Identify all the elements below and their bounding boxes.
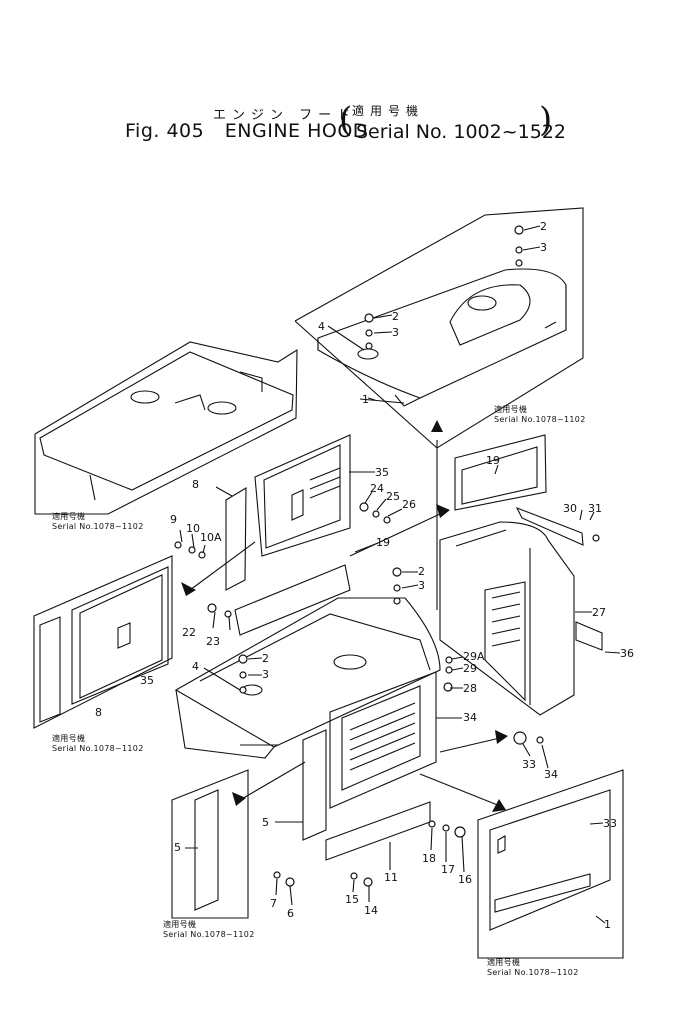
part-label: 35	[375, 466, 389, 479]
title-japanese: エンジン フード	[213, 108, 357, 123]
title-paren-open: (	[339, 100, 353, 140]
part-label: 2	[262, 652, 269, 665]
part-label: 9	[170, 513, 177, 526]
part-label: 34	[544, 768, 558, 781]
part-label: 23	[206, 635, 220, 648]
part-label: 1	[604, 918, 611, 931]
part-label: 36	[620, 647, 634, 660]
exploded-arrows	[181, 420, 508, 812]
part-label: 2	[418, 565, 425, 578]
part-label: 22	[182, 626, 196, 639]
part-label: 14	[364, 904, 378, 917]
part-label: 34	[463, 711, 477, 724]
part-label: 30	[563, 502, 577, 515]
part-label: 31	[588, 502, 602, 515]
hood-top-alt-group	[34, 341, 298, 515]
leader-lines	[179, 225, 621, 924]
part-label: 16	[458, 873, 472, 886]
part-label: 8	[192, 478, 199, 491]
part-label: 19	[376, 536, 390, 549]
part-label: 3	[418, 579, 425, 592]
part-label: 25	[386, 490, 400, 503]
part-label: 1	[362, 393, 369, 406]
part-label: 18	[422, 852, 436, 865]
title-serial: Serial No. 1002~1522	[356, 121, 567, 143]
title-applicability-jp: 適用号機	[352, 104, 425, 118]
part-label: 24	[370, 482, 384, 495]
part-label: 5	[262, 816, 269, 829]
part-number-labels: 2 3 2 3 4 1 35 8 9 10 10A 24 25 26 19 19…	[95, 220, 634, 931]
part-label: 28	[463, 682, 477, 695]
part-label: 7	[270, 897, 277, 910]
figure-number: Fig. 405	[125, 120, 205, 142]
part-label: 4	[318, 320, 325, 333]
part-label: 8	[95, 706, 102, 719]
fasteners	[174, 225, 600, 887]
bottom-left-panel-5-group	[171, 769, 249, 919]
part-label: 5	[174, 841, 181, 854]
part-label: 11	[384, 871, 398, 884]
title-paren-close: )	[539, 100, 553, 140]
part-label: 4	[192, 660, 199, 673]
part-label: 29	[463, 662, 477, 675]
part-label: 35	[140, 674, 154, 687]
lower-hood-group	[174, 564, 441, 861]
part-label: 19	[486, 454, 500, 467]
part-label: 6	[287, 907, 294, 920]
part-label: 3	[392, 326, 399, 339]
hood-top-panel-group	[294, 207, 584, 449]
part-label: 33	[603, 817, 617, 830]
part-label: 2	[540, 220, 547, 233]
part-label: 29A	[463, 650, 485, 663]
part-label: 3	[262, 668, 269, 681]
part-label: 15	[345, 893, 359, 906]
side-panel-35-group	[225, 434, 351, 591]
part-label: 33	[522, 758, 536, 771]
part-label: 10A	[200, 531, 222, 544]
part-label: 27	[592, 606, 606, 619]
figure-title: Fig. 405 ENGINE HOOD	[125, 120, 382, 142]
bottom-right-cover-group	[477, 769, 624, 959]
part-label: 10	[186, 522, 200, 535]
part-label: 2	[392, 310, 399, 323]
part-label: 17	[441, 863, 455, 876]
figure-name: ENGINE HOOD	[224, 120, 368, 142]
radiator-grill-27-group	[439, 434, 603, 716]
left-panel-35-group	[33, 555, 173, 729]
part-label: 3	[540, 241, 547, 254]
part-label: 26	[402, 498, 416, 511]
